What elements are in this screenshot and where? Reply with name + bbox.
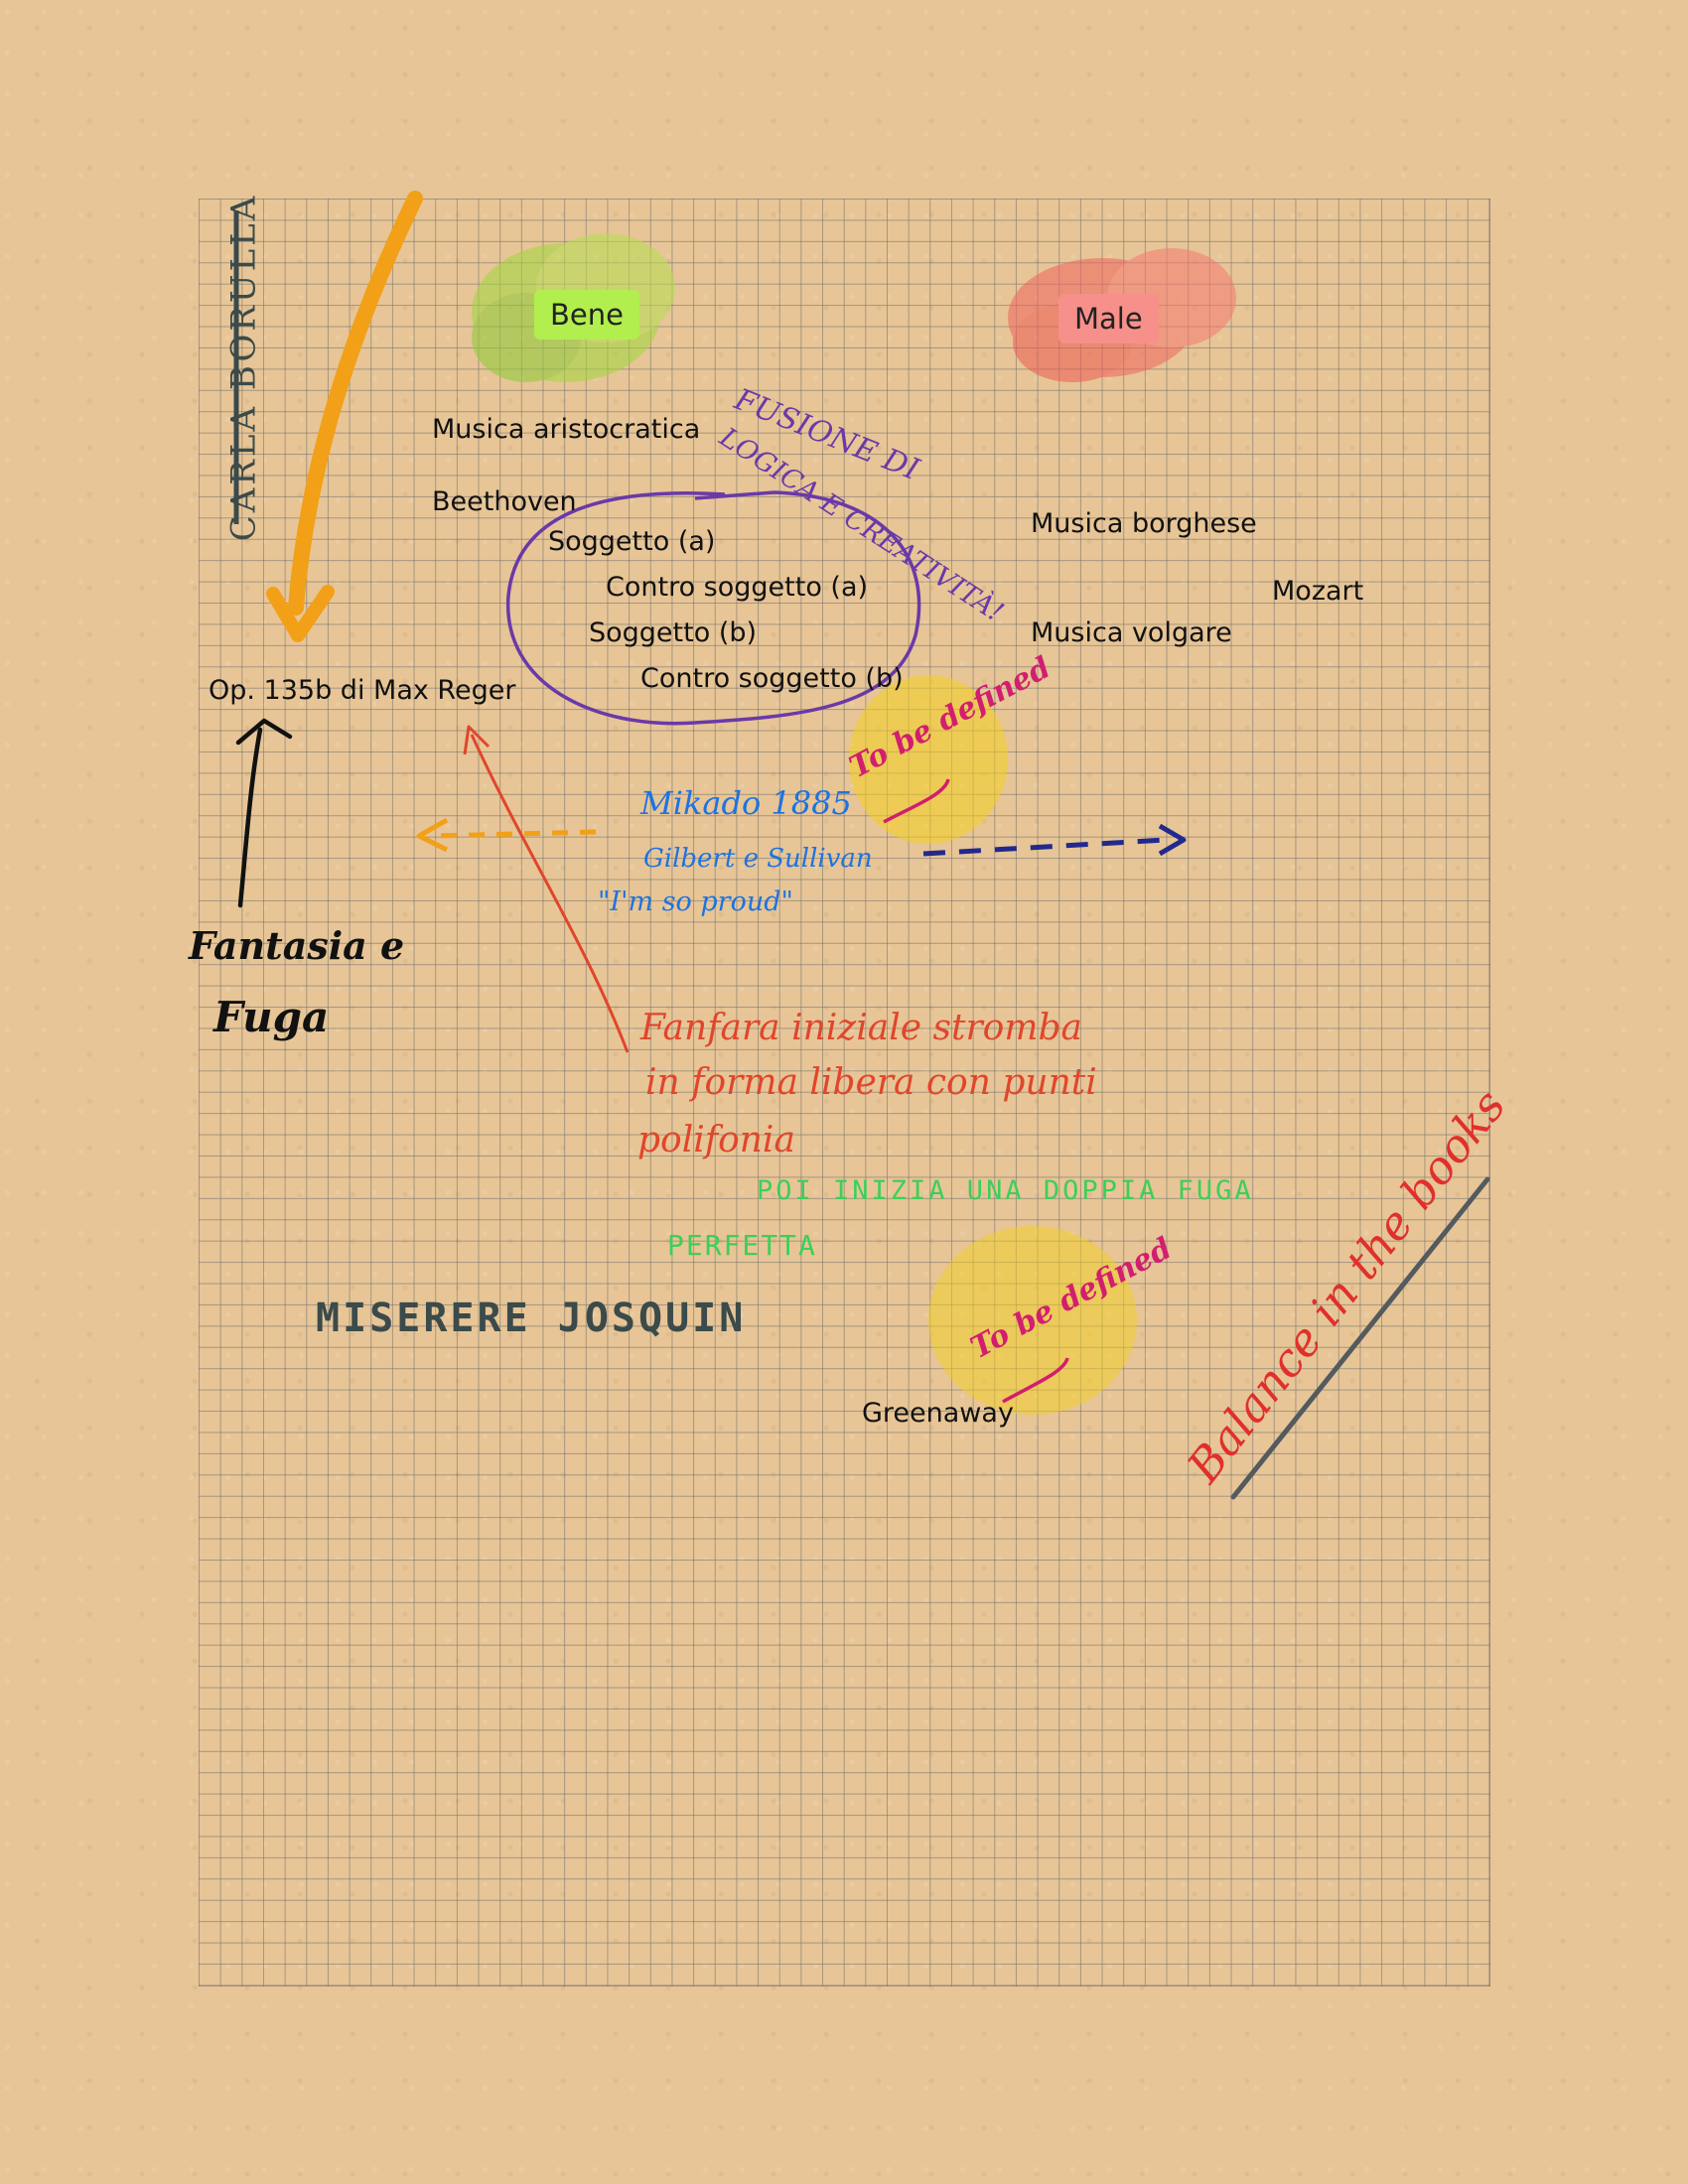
black-arrowhead-icon [235,718,293,746]
orange-dashed-arrow [436,829,597,839]
purple-loop [506,490,921,726]
navy-dashed-arrow [922,837,1168,857]
label-bene: Bene [534,290,639,340]
yellow-highlight-blob-1 [849,675,1008,844]
black-up-arrow-icon [237,727,263,908]
orange-arrowhead-icon [266,585,335,642]
red-arrowhead-icon [463,725,491,755]
note-soggetto-a: Soggetto (a) [548,526,716,557]
note-soggetto-b: Soggetto (b) [589,617,758,648]
magenta-hook-arrow-1 [883,778,950,824]
yellow-highlight-blob-2 [928,1226,1137,1415]
hand-mikado-1: Mikado 1885 [640,784,852,822]
hand-fanfara-3: polifonia [637,1120,795,1160]
note-greenaway: Greenaway [862,1398,1014,1429]
hand-doppia-fuga: POI INIZIA UNA DOPPIA FUGA [757,1175,1254,1206]
hand-fantasia-2: Fuga [213,993,330,1041]
red-up-arrow-icon [470,734,630,1053]
note-musica-aristocratica: Musica aristocratica [432,414,701,445]
hand-perfetta: PERFETTA [667,1229,817,1262]
note-op135b: Op. 135b di Max Reger [209,675,516,706]
note-musica-borghese: Musica borghese [1031,508,1257,539]
label-male: Male [1058,294,1159,343]
note-contro-soggetto-b: Contro soggetto (b) [640,663,904,694]
hand-fanfara-1: Fanfara iniziale stromba [640,1008,1082,1048]
note-musica-volgare: Musica volgare [1031,617,1232,648]
note-beethoven: Beethoven [432,486,577,517]
hand-mikado-2: Gilbert e Sullivan [643,844,873,874]
hand-fantasia-1: Fantasia e [189,923,405,968]
orange-dashed-arrowhead-icon [416,817,449,853]
magenta-hook-arrow-2 [1002,1357,1069,1404]
hand-fanfara-2: in forma libera con punti [645,1062,1097,1103]
note-contro-soggetto-a: Contro soggetto (a) [606,572,869,603]
hand-mikado-3: "I'm so proud" [598,887,793,917]
note-mozart: Mozart [1272,576,1364,607]
orange-down-arrow-icon [288,191,423,615]
diagonal-gray-line [1230,1176,1490,1500]
graph-paper-grid [199,199,1490,1986]
navy-dashed-arrowhead-icon [1158,823,1187,857]
hand-miserere-josquin: MISERERE JOSQUIN [316,1296,747,1341]
author-signature: CARLA BORULLA [223,193,264,542]
